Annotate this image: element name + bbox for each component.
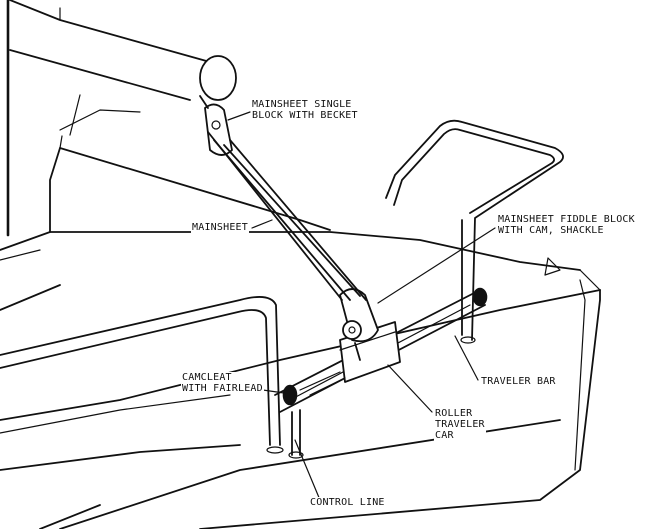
label-mainsheet-fiddle-block: MAINSHEET FIDDLE BLOCK WITH CAM, SHACKLE <box>497 214 636 236</box>
label-line-1: ROLLER <box>435 408 473 419</box>
label-control-line: CONTROL LINE <box>309 497 386 508</box>
mainsheet-lines <box>207 131 367 301</box>
fiddle-block <box>339 288 379 361</box>
right-rail <box>385 119 564 344</box>
label-line-2: WITH CAM, SHACKLE <box>498 225 604 236</box>
label-mainsheet-single-block: MAINSHEET SINGLE BLOCK WITH BECKET <box>251 99 359 121</box>
label-traveler-bar: TRAVELER BAR <box>480 376 557 387</box>
label-roller-traveler-car: ROLLER TRAVELER CAR <box>434 408 486 441</box>
label-line-3: CAR <box>435 430 454 441</box>
stern-deck <box>0 257 601 529</box>
label-line-1: MAINSHEET FIDDLE BLOCK <box>498 214 635 225</box>
boom <box>9 0 237 101</box>
label-line-1: MAINSHEET SINGLE <box>252 99 352 110</box>
label-line-1: CAMCLEAT <box>182 372 232 383</box>
label-line-2: WITH FAIRLEAD <box>182 383 263 394</box>
cockpit-coaming <box>0 94 581 271</box>
label-mainsheet: MAINSHEET <box>191 222 249 233</box>
label-line-2: TRAVELER <box>435 419 485 430</box>
label-line-2: BLOCK WITH BECKET <box>252 110 358 121</box>
single-block <box>199 95 233 156</box>
label-camcleat: CAMCLEAT WITH FAIRLEAD <box>181 372 264 394</box>
left-rail <box>0 296 284 454</box>
